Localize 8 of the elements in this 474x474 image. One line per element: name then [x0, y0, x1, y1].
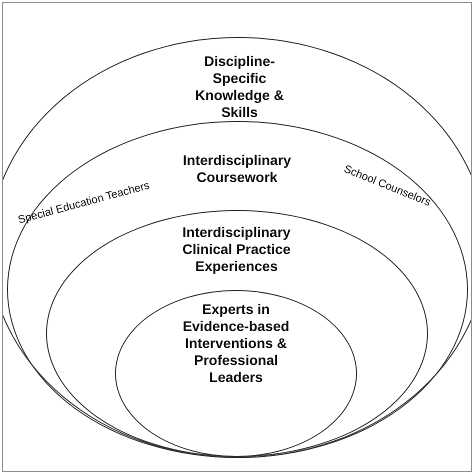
- region-label: Interdisciplinary Clinical Practice Experiences: [181, 224, 292, 274]
- group-label: Special Education Teachers: [16, 178, 152, 228]
- region-label: Experts in Evidence-based Interventions & Professional Leaders: [182, 301, 290, 386]
- oval-region: [3, 37, 471, 458]
- region-label: Discipline-Specific Knowledge & Skills: [194, 52, 285, 120]
- oval-region: [114, 290, 356, 456]
- region-label: Interdisciplinary Coursework: [182, 152, 292, 186]
- oval-region: [6, 120, 468, 458]
